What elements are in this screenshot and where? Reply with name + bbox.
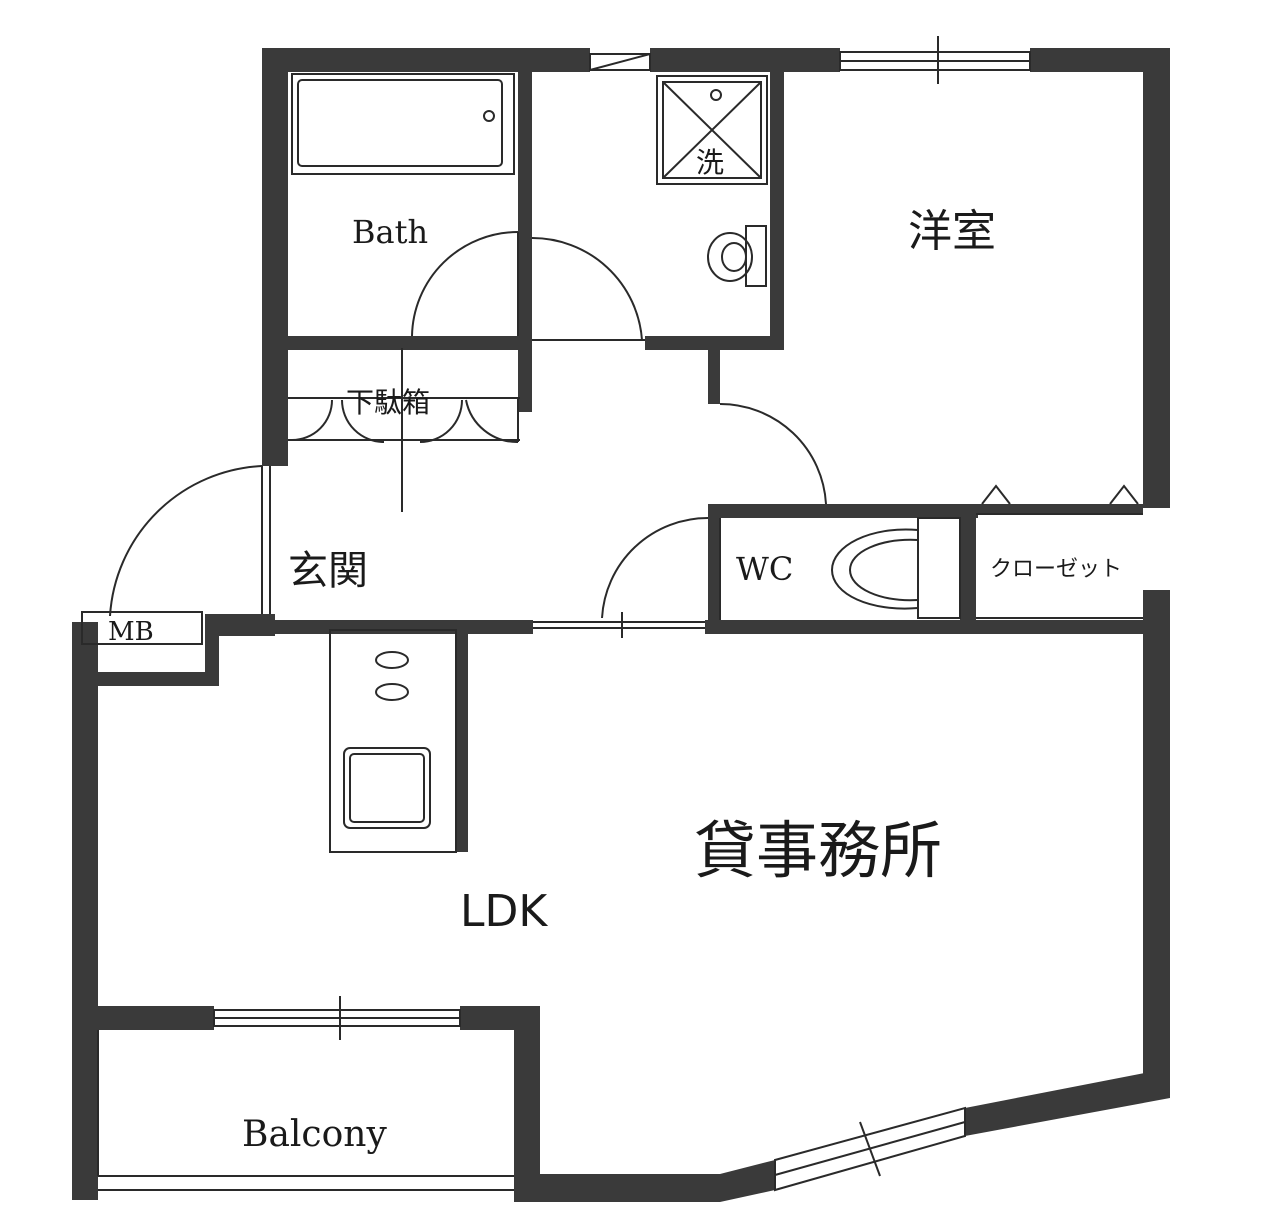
room-label-balcony: Balcony (242, 1114, 387, 1155)
room-label-western-room: 洋室 (908, 206, 996, 257)
listing-label: 貸事務所 (694, 814, 942, 887)
room-label-closet: クローゼット (990, 557, 1122, 582)
washer-mark: 洗 (696, 146, 724, 179)
room-label-bath: Bath (352, 213, 428, 251)
room-label-shoe-cabinet: 下駄箱 (346, 386, 430, 419)
fixtures (81, 36, 1143, 1192)
labels: Bath 洗 洋室 下駄箱 玄関 WC クローゼット MB LDK 貸事務所 B… (108, 146, 1122, 1155)
room-label-ldk: LDK (460, 886, 548, 937)
walls (72, 48, 1170, 1202)
room-label-meter-box: MB (108, 617, 154, 647)
room-label-entrance: 玄関 (288, 548, 368, 594)
room-label-wc: WC (736, 550, 793, 588)
